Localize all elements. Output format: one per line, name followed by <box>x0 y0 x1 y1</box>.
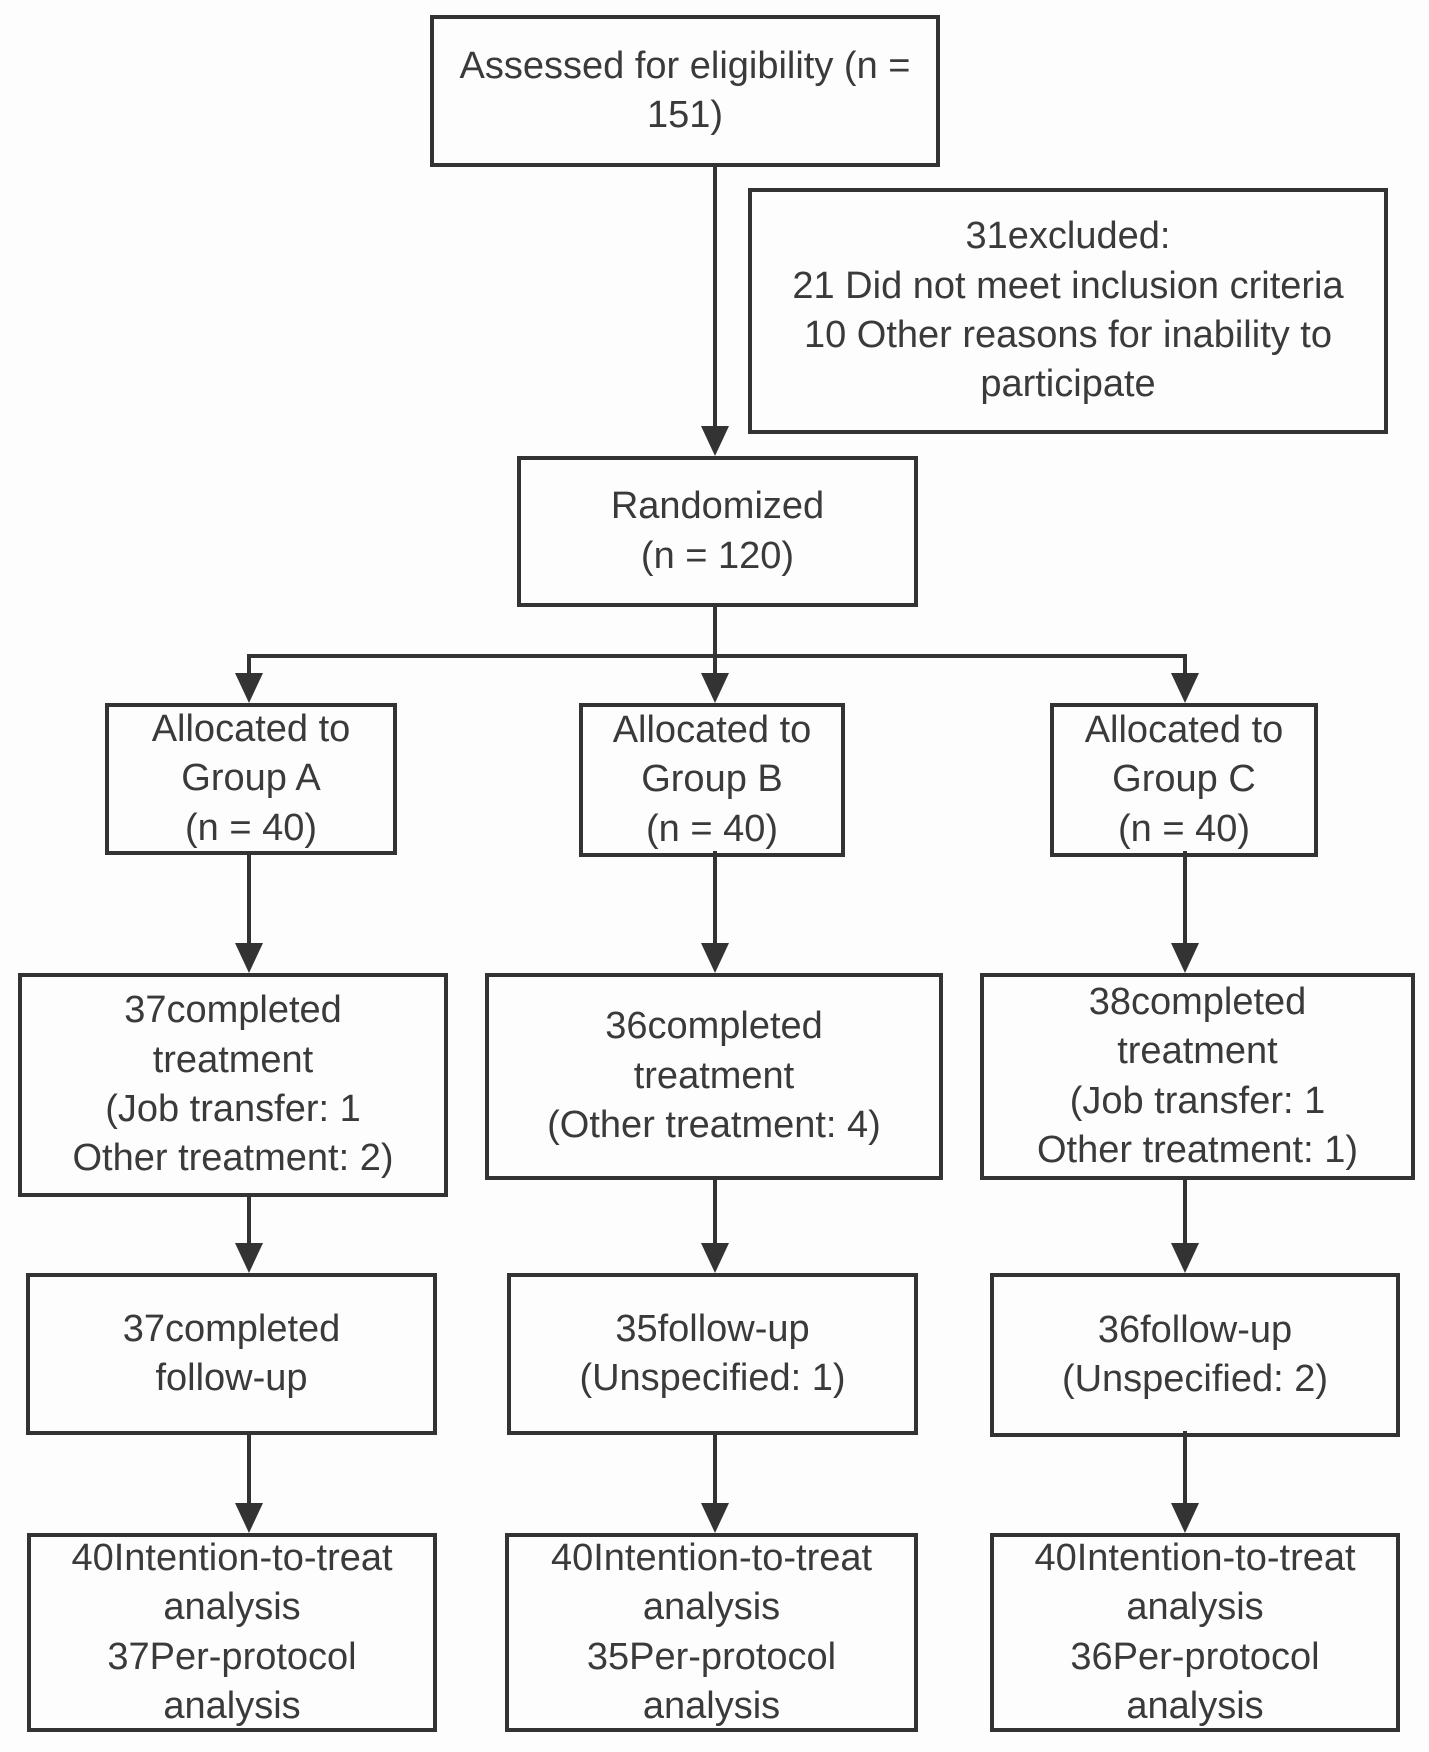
connector-branch-to-allocation-a <box>247 656 251 674</box>
excluded-text: 31excluded: 21 Did not meet inclusion cr… <box>792 215 1344 406</box>
treatment-group-a-text: 37completed treatment (Job transfer: 1 O… <box>72 989 394 1180</box>
treatment-group-c-text: 38completed treatment (Job transfer: 1 O… <box>1036 980 1358 1171</box>
arrowhead-to-treatment-c <box>1171 943 1199 973</box>
treatment-group-b-text: 36completed treatment (Other treatment: … <box>547 1005 881 1147</box>
arrowhead-to-analysis-b <box>701 1503 729 1533</box>
randomized-box: Randomized (n = 120) <box>517 456 918 607</box>
arrowhead-to-allocation-c <box>1171 673 1199 703</box>
excluded-box: 31excluded: 21 Did not meet inclusion cr… <box>748 188 1388 434</box>
analysis-box-group-a: 40Intention-to-treat analysis 37Per-prot… <box>27 1533 437 1732</box>
randomized-text: Randomized (n = 120) <box>610 485 825 577</box>
arrowhead-to-treatment-a <box>235 943 263 973</box>
followup-box-group-b: 35follow-up (Unspecified: 1) <box>507 1273 918 1435</box>
arrowhead-to-followup-a <box>235 1243 263 1273</box>
connector-assessed-to-randomized <box>713 163 717 426</box>
analysis-group-c-text: 40Intention-to-treat analysis 36Per-prot… <box>1034 1536 1356 1727</box>
allocation-group-c-text: Allocated to Group C (n = 40) <box>1084 708 1284 850</box>
connector-allocation-b-to-treatment-b <box>713 851 717 945</box>
allocation-box-group-b: Allocated to Group B (n = 40) <box>579 703 845 857</box>
analysis-box-group-c: 40Intention-to-treat analysis 36Per-prot… <box>990 1533 1400 1732</box>
allocation-group-b-text: Allocated to Group B (n = 40) <box>612 708 812 850</box>
branch-line <box>247 654 1187 658</box>
assessed-eligibility-text: Assessed for eligibility (n = 151) <box>459 44 911 136</box>
followup-group-c-text: 36follow-up (Unspecified: 2) <box>1061 1308 1329 1400</box>
treatment-box-group-a: 37completed treatment (Job transfer: 1 O… <box>18 973 448 1197</box>
allocation-group-a-text: Allocated to Group A (n = 40) <box>151 707 351 849</box>
connector-treatment-a-to-followup-a <box>247 1193 251 1243</box>
connector-allocation-a-to-treatment-a <box>247 851 251 945</box>
treatment-box-group-b: 36completed treatment (Other treatment: … <box>485 973 943 1180</box>
arrowhead-to-allocation-a <box>235 673 263 703</box>
arrowhead-to-allocation-b <box>701 673 729 703</box>
arrowhead-to-analysis-c <box>1171 1503 1199 1533</box>
connector-branch-to-allocation-c <box>1183 656 1187 674</box>
connector-followup-c-to-analysis-c <box>1183 1431 1187 1503</box>
treatment-box-group-c: 38completed treatment (Job transfer: 1 O… <box>980 973 1415 1180</box>
analysis-box-group-b: 40Intention-to-treat analysis 35Per-prot… <box>505 1533 918 1732</box>
connector-followup-a-to-analysis-a <box>247 1431 251 1503</box>
allocation-box-group-a: Allocated to Group A (n = 40) <box>105 703 397 855</box>
analysis-group-a-text: 40Intention-to-treat analysis 37Per-prot… <box>71 1536 393 1727</box>
connector-branch-to-allocation-b <box>713 656 717 674</box>
connector-treatment-b-to-followup-b <box>713 1176 717 1243</box>
followup-box-group-c: 36follow-up (Unspecified: 2) <box>990 1273 1400 1437</box>
connector-followup-b-to-analysis-b <box>713 1431 717 1503</box>
followup-box-group-a: 37completed follow-up <box>26 1273 437 1435</box>
assessed-eligibility-box: Assessed for eligibility (n = 151) <box>430 15 940 167</box>
connector-randomized-to-branch <box>713 605 717 658</box>
connector-allocation-c-to-treatment-c <box>1183 851 1187 945</box>
arrowhead-to-followup-b <box>701 1243 729 1273</box>
arrowhead-to-treatment-b <box>701 943 729 973</box>
connector-treatment-c-to-followup-c <box>1183 1176 1187 1243</box>
allocation-box-group-c: Allocated to Group C (n = 40) <box>1050 703 1318 857</box>
followup-group-a-text: 37completed follow-up <box>122 1307 341 1399</box>
arrowhead-to-randomized <box>701 426 729 456</box>
analysis-group-b-text: 40Intention-to-treat analysis 35Per-prot… <box>550 1536 873 1727</box>
arrowhead-to-analysis-a <box>235 1503 263 1533</box>
followup-group-b-text: 35follow-up (Unspecified: 1) <box>579 1307 846 1399</box>
arrowhead-to-followup-c <box>1171 1243 1199 1273</box>
